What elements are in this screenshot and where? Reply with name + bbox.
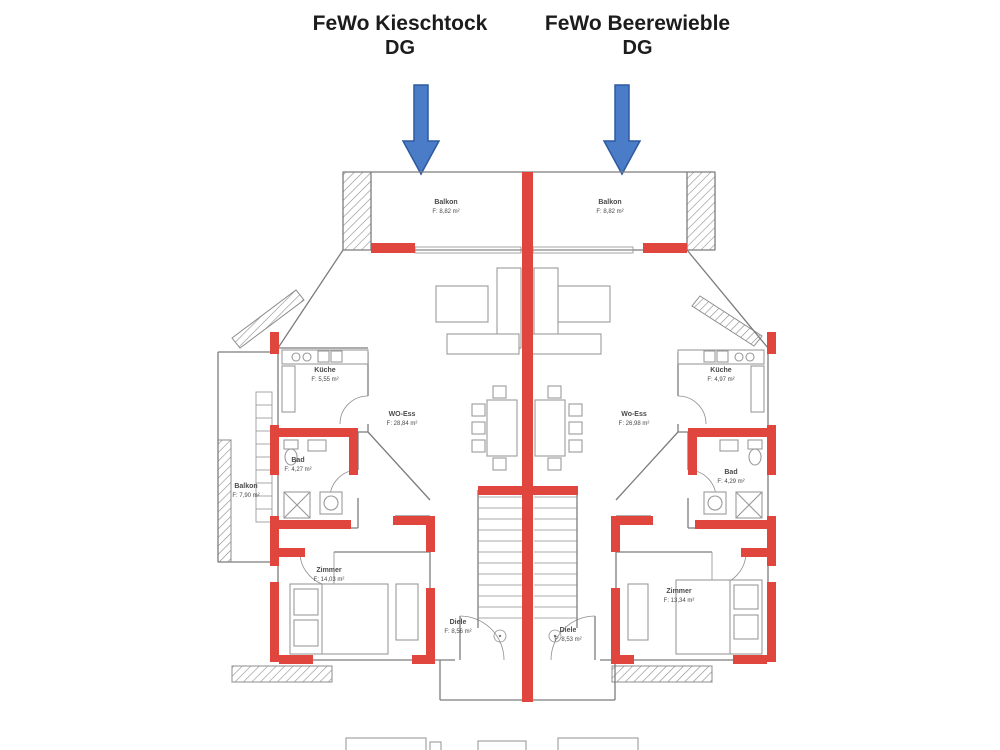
- room-area-bad-left: F: 4,27 m²: [284, 467, 311, 473]
- room-area-bad-right: F: 4,29 m²: [717, 479, 744, 485]
- room-area-wohness-right: F: 26,98 m²: [619, 421, 650, 427]
- annotation-right-subtitle: DG: [622, 37, 653, 59]
- room-label-balkon-top-left: Balkon: [434, 199, 457, 206]
- annotation-right-title: FeWo Beerewieble: [544, 12, 731, 35]
- staircase: [477, 489, 578, 643]
- room-label-wohness-right: Wo-Ess: [621, 411, 647, 418]
- room-area-diele-left: F: 8,56 m²: [444, 629, 471, 635]
- room-label-bad-left: Bad: [291, 457, 304, 464]
- room-label-wohness-left: WO-Ess: [389, 411, 416, 418]
- room-labels: Balkon F: 8,82 m² Balkon F: 8,82 m² Küch…: [232, 199, 744, 643]
- room-label-balkon-top-right: Balkon: [598, 199, 621, 206]
- room-label-kueche-right: Küche: [710, 367, 732, 374]
- balcony-railings: [217, 171, 763, 683]
- annotation-left-subtitle: DG: [385, 37, 415, 59]
- room-label-diele-right: Diele: [560, 627, 577, 634]
- annotation-left-title: FeWo Kieschtock: [312, 12, 488, 35]
- room-area-kueche-right: F: 4,97 m²: [707, 377, 734, 383]
- room-label-zimmer-right: Zimmer: [666, 588, 692, 595]
- room-area-balkon-side-left: F: 7,90 m²: [232, 493, 259, 499]
- furniture: [281, 267, 765, 750]
- annotation-left-unit: FeWo Kieschtock DG: [280, 12, 520, 60]
- room-label-diele-left: Diele: [450, 619, 467, 626]
- annotation-right-unit: FeWo Beerewieble DG: [515, 12, 760, 60]
- arrow-left-icon: [401, 84, 441, 176]
- red-walls: [270, 172, 776, 702]
- room-area-balkon-top-right: F: 8,82 m²: [596, 209, 623, 215]
- room-label-zimmer-left: Zimmer: [316, 567, 342, 574]
- room-area-wohness-left: F: 28,84 m²: [387, 421, 418, 427]
- room-label-bad-right: Bad: [724, 469, 737, 476]
- room-area-zimmer-left: F: 14,03 m²: [314, 577, 345, 583]
- room-label-kueche-left: Küche: [314, 367, 336, 374]
- room-area-diele-right: F: 8,53 m²: [554, 637, 581, 643]
- room-area-kueche-left: F: 5,55 m²: [311, 377, 338, 383]
- arrow-right-icon: [602, 84, 642, 176]
- room-area-balkon-top-left: F: 8,82 m²: [432, 209, 459, 215]
- room-area-zimmer-right: F: 13,34 m²: [664, 598, 695, 604]
- room-label-balkon-side-left: Balkon: [234, 483, 257, 490]
